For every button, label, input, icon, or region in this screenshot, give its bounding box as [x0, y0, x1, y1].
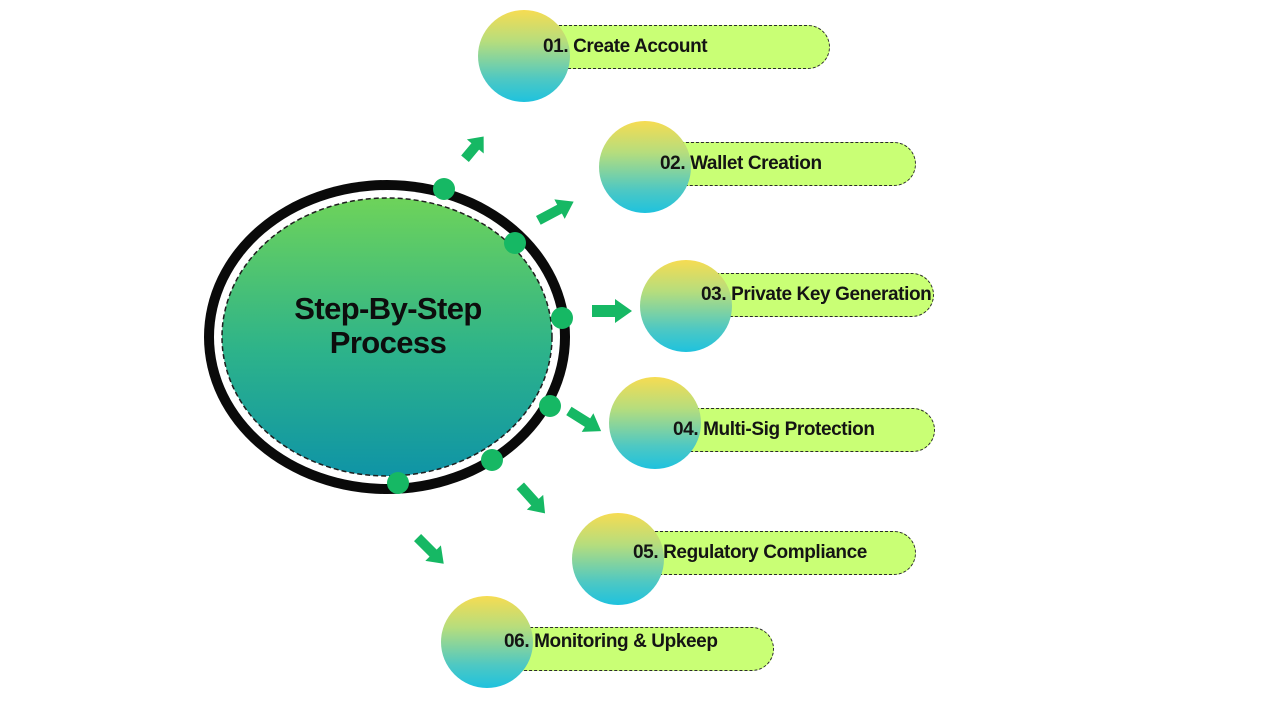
connector-dot	[539, 395, 561, 417]
step-06-circle	[441, 596, 533, 688]
step-05-label: 05. Regulatory Compliance	[633, 542, 867, 563]
step-03-label: 03. Private Key Generation	[701, 284, 932, 305]
step-01-circle	[478, 10, 570, 102]
connector-dot	[504, 232, 526, 254]
step-04-circle	[609, 377, 701, 469]
arrow-to-step-05	[516, 482, 546, 514]
step-03-pill	[716, 273, 934, 317]
connector-dot	[481, 449, 503, 471]
step-02-circle	[599, 121, 691, 213]
center-disc	[221, 197, 553, 477]
center-title: Step-By-Step Process	[258, 292, 518, 360]
step-06-label: 06. Monitoring & Upkeep	[504, 631, 718, 652]
step-05-circle	[572, 513, 664, 605]
center-title-line1: Step-By-Step	[294, 291, 482, 326]
arrow-to-step-03	[592, 299, 632, 323]
connector-dot	[551, 307, 573, 329]
step-01-pill	[554, 25, 830, 69]
step-06-pill	[520, 627, 774, 671]
arrow-to-step-01	[461, 136, 484, 162]
arrow-to-step-04	[566, 406, 602, 432]
step-02-label: 02. Wallet Creation	[660, 153, 822, 174]
step-04-pill	[686, 408, 935, 452]
connector-dot	[387, 472, 409, 494]
arrow-to-step-02	[535, 199, 574, 225]
step-04-label: 04. Multi-Sig Protection	[673, 419, 875, 440]
step-02-pill	[676, 142, 916, 186]
arrow-to-step-06	[414, 534, 444, 564]
step-01-label: 01. Create Account	[543, 36, 708, 57]
center-title-line2: Process	[329, 325, 447, 360]
connector-dot	[433, 178, 455, 200]
step-03-circle	[640, 260, 732, 352]
